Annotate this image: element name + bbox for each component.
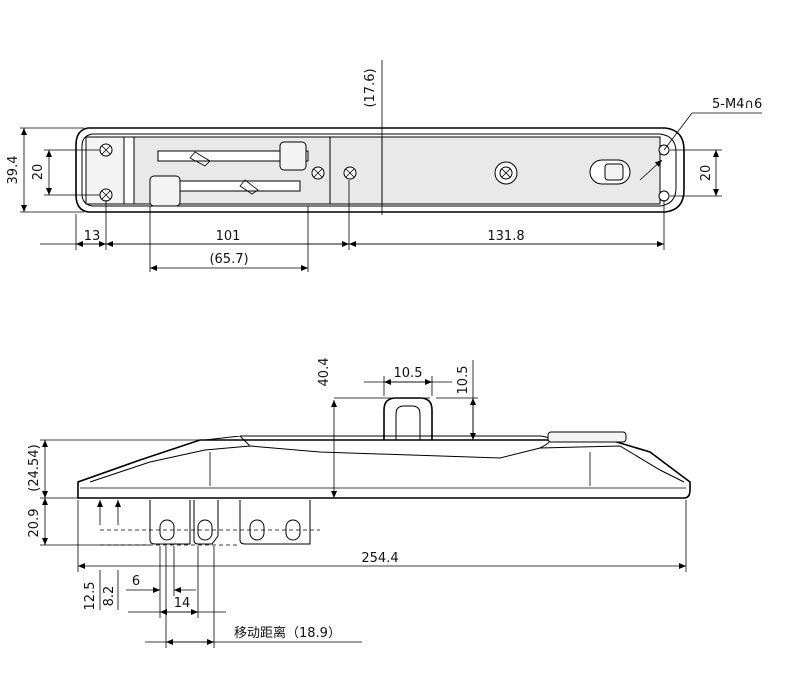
top-body-outline <box>75 127 685 213</box>
screw-plate-left <box>311 166 325 180</box>
side-button <box>547 431 627 443</box>
screw-plate-mid <box>343 166 357 180</box>
dim-offset-top: (17.6) <box>363 68 378 107</box>
dim-tab-gap: 6 <box>132 574 140 589</box>
tab-1 <box>149 500 191 545</box>
dim-loop-width: 10.5 <box>394 366 423 381</box>
tab-group <box>100 500 320 546</box>
top-view: 39.4 20 20 (17.6) 5-M4∩6 13 101 131.8 <box>6 60 762 272</box>
upper-link <box>279 141 307 171</box>
lower-link <box>149 175 181 207</box>
dim-loop-inner: 10.5 <box>456 366 471 395</box>
loop-handle <box>383 397 433 440</box>
dim-ref-height: (24.54) <box>27 444 42 491</box>
side-body-upper <box>89 445 685 483</box>
dim-tab-pitch: 14 <box>174 596 191 611</box>
upper-cam <box>189 151 211 167</box>
dim-height-total: 39.4 <box>6 156 21 185</box>
side-body-outline <box>77 439 691 499</box>
tab-2 <box>193 500 219 545</box>
upper-rod <box>157 150 309 162</box>
screw-left-top <box>99 143 113 157</box>
tab-3 <box>239 500 311 545</box>
loop-handle-inner <box>395 405 421 440</box>
dim-tab-offset-2: 8.2 <box>102 586 117 607</box>
dim-screw-spec: 5-M4∩6 <box>712 97 762 112</box>
screw-right-bottom <box>658 190 670 202</box>
dim-height-holes: 20 <box>31 164 46 181</box>
dim-travel: 移动距离（18.9） <box>234 625 341 641</box>
dim-span-ref: (65.7) <box>209 252 248 267</box>
screw-left-bottom <box>99 188 113 202</box>
dim-span-mid: 101 <box>216 229 241 244</box>
dim-loop-height: 40.4 <box>317 358 332 387</box>
side-view: 40.4 10.5 10.5 (24.54) 20.9 254.4 12.5 8… <box>27 358 691 648</box>
dim-left-offset: 13 <box>84 229 101 244</box>
dim-tab-drop: 20.9 <box>27 509 42 538</box>
dim-span-right: 131.8 <box>487 229 524 244</box>
dim-tab-offset-1: 12.5 <box>83 582 98 611</box>
screw-plate-center <box>494 161 518 185</box>
lock-slot-inner <box>604 163 624 181</box>
left-mounting-block <box>123 136 135 205</box>
lower-cam <box>239 179 259 195</box>
dim-height-holes-right: 20 <box>699 165 714 182</box>
dim-total-length: 254.4 <box>361 551 398 566</box>
top-body-inner <box>81 133 677 207</box>
